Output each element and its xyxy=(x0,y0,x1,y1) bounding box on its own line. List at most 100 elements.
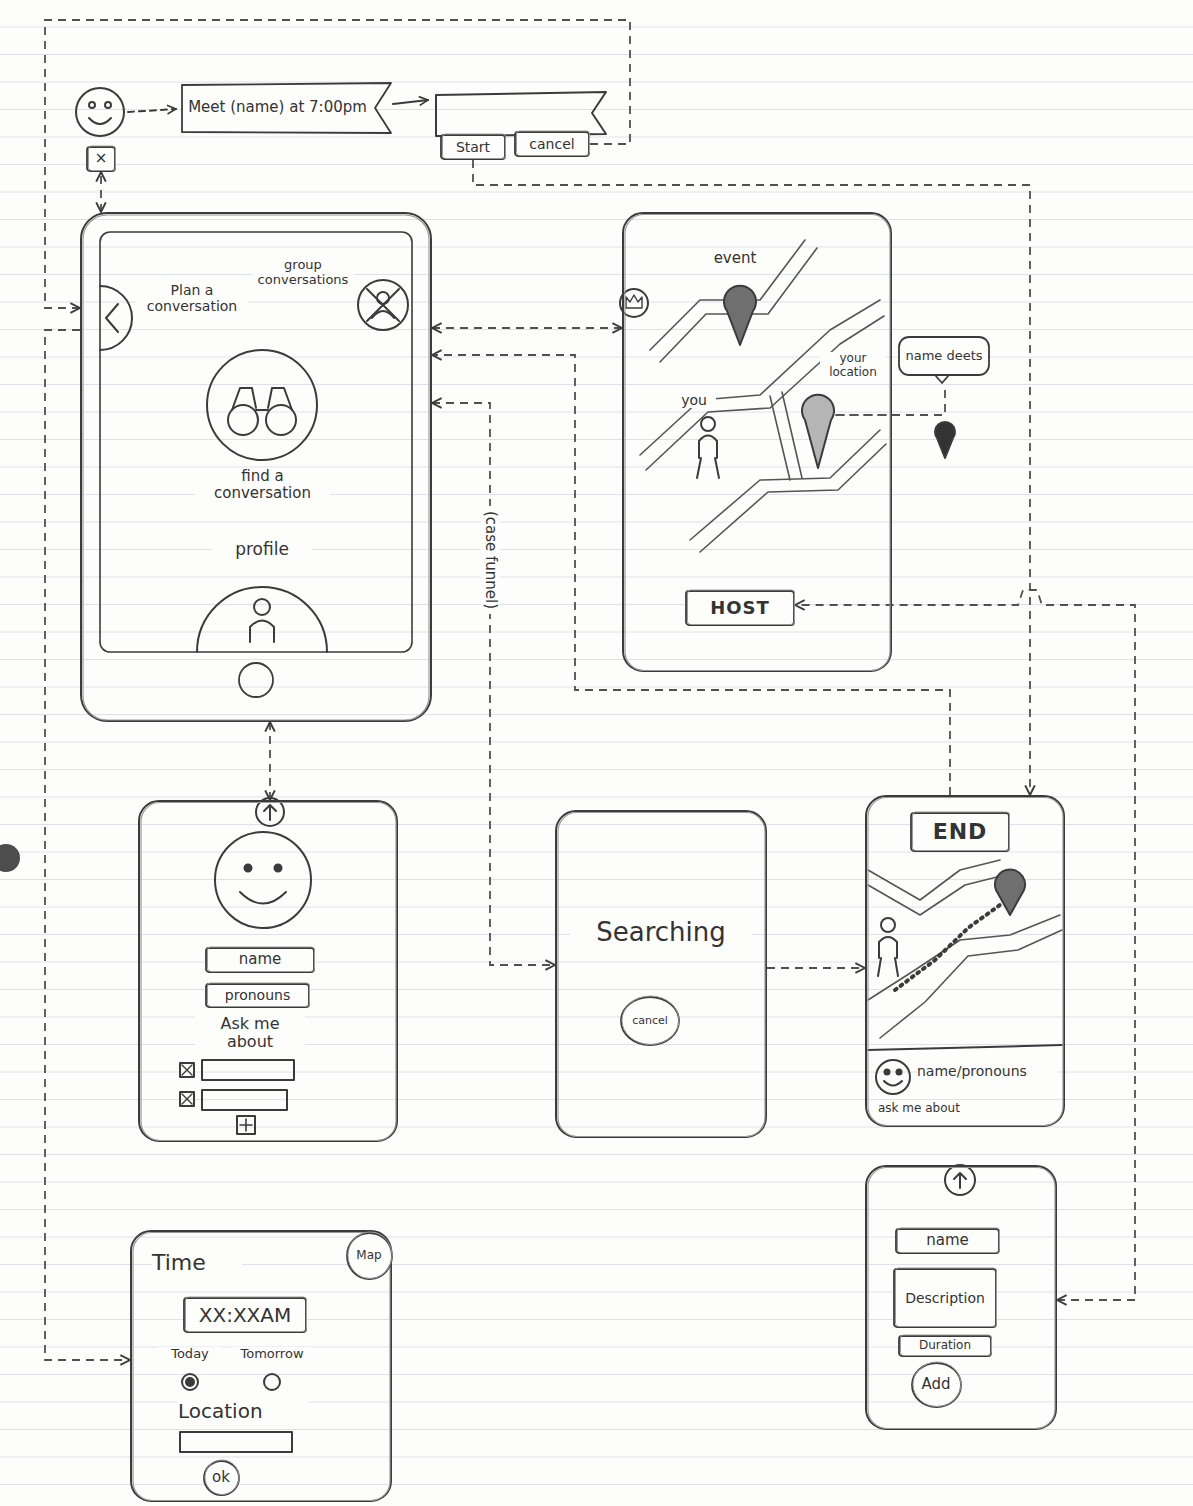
screen-label: Today xyxy=(158,1347,222,1362)
plan-conversation-icon xyxy=(100,286,132,350)
event-pin xyxy=(724,286,756,345)
description-box: Description xyxy=(893,1268,997,1328)
conversation-map-art xyxy=(880,930,1062,1038)
screen-label: name/pronouns xyxy=(917,1063,1057,1079)
profile-screen-art xyxy=(240,1119,252,1131)
outline-stroke xyxy=(558,813,765,1137)
outline-stroke xyxy=(935,375,949,383)
outline-stroke xyxy=(141,803,396,1141)
name-field: name xyxy=(205,947,315,973)
outline-stroke xyxy=(206,948,314,972)
profile-screen-art xyxy=(202,1090,287,1110)
button-label: Description xyxy=(904,1290,986,1306)
empty-banner xyxy=(436,92,606,136)
host-form-art xyxy=(945,1165,975,1195)
sketch-strokes xyxy=(76,88,1062,1452)
outline-stroke xyxy=(556,811,766,1137)
plan-screen-art xyxy=(180,1432,292,1452)
pin-leader xyxy=(836,414,892,416)
map-roads xyxy=(770,392,802,480)
outline-stroke xyxy=(622,996,679,1045)
conversation-map-art xyxy=(897,1070,902,1075)
profile-screen-art xyxy=(182,1065,192,1075)
location-pin xyxy=(802,395,834,468)
profile-screen-art xyxy=(202,1060,294,1080)
flow-arrow xyxy=(393,100,428,104)
outline-stroke xyxy=(347,1233,392,1279)
map-roads xyxy=(660,248,817,362)
flow-connector xyxy=(45,330,130,1360)
home-screen-outline xyxy=(80,212,432,722)
outline-stroke xyxy=(901,1335,992,1356)
map-roads xyxy=(646,316,884,470)
outline-stroke xyxy=(81,213,431,721)
outline-stroke xyxy=(868,798,1063,1126)
searching-screen-outline xyxy=(555,810,767,1138)
name-field: name xyxy=(895,1228,1000,1254)
outline-stroke xyxy=(686,591,794,625)
button-label: HOST xyxy=(709,598,771,619)
profile-screen-art xyxy=(180,1092,194,1106)
outline-stroke xyxy=(83,215,429,720)
conversation-map-art xyxy=(878,937,898,976)
host-form-art xyxy=(945,1165,975,1195)
profile-screen: Ask me aboutnamepronouns xyxy=(138,800,398,1142)
button-label: END xyxy=(932,819,989,844)
button-label: cancel xyxy=(631,1015,669,1028)
edge-label: (case funnel) xyxy=(480,506,499,614)
add-button: Add xyxy=(911,1362,962,1408)
screen-label: find a conversation xyxy=(195,468,330,503)
flow-connector xyxy=(432,327,622,329)
conversation-map-art xyxy=(868,1045,1062,1050)
screen-label: Location xyxy=(178,1400,308,1423)
outline-stroke xyxy=(913,812,1010,851)
button-label: Map xyxy=(355,1249,382,1263)
profile-screen-art xyxy=(245,865,252,872)
host-form-screen: nameDescriptionDurationAdd xyxy=(865,1165,1057,1430)
outline-stroke xyxy=(205,1460,239,1495)
button-label: name xyxy=(925,1232,970,1249)
profile-screen-art xyxy=(215,832,311,928)
crown-icon xyxy=(626,295,642,308)
outline-stroke xyxy=(913,1362,961,1407)
binoculars-icon xyxy=(232,388,292,410)
outline-stroke xyxy=(206,984,309,1007)
callout-bubble: name deets xyxy=(898,336,990,384)
outline-stroke xyxy=(133,1233,390,1501)
conversation-map-art xyxy=(868,860,1062,1094)
duration-field: Duration xyxy=(898,1335,992,1357)
plan-screen: TimeTodayTomorrowLocationMapXX:XXAMok xyxy=(130,1230,392,1502)
outline-stroke xyxy=(208,983,310,1007)
profile-screen-art xyxy=(180,1063,194,1077)
flow-connector xyxy=(432,403,555,965)
outline-stroke xyxy=(621,997,679,1045)
outline-stroke xyxy=(204,1461,239,1495)
you-figure xyxy=(697,417,719,478)
button-label: Add xyxy=(920,1376,951,1393)
connector-group xyxy=(45,20,1135,1360)
profile-screen-art xyxy=(240,892,286,904)
button-label: name xyxy=(238,951,283,968)
profile-screen-art xyxy=(275,865,282,872)
flow-connector xyxy=(432,355,950,795)
outline-stroke xyxy=(911,813,1009,851)
you-figure xyxy=(701,417,715,431)
flow-connector xyxy=(892,384,945,415)
cancel-button: cancel xyxy=(514,131,590,157)
outline-stroke xyxy=(443,134,506,159)
notification-face-icon xyxy=(89,102,95,108)
flow-connector xyxy=(269,722,271,800)
map-screen: eventyour locationyouHOST xyxy=(622,212,892,672)
flow-connector xyxy=(767,967,865,969)
map-roads xyxy=(690,430,880,540)
ok-button: ok xyxy=(203,1460,240,1496)
outline-stroke xyxy=(131,1231,391,1501)
button-label: × xyxy=(94,150,109,167)
searching-screen: Searchingcancel xyxy=(555,810,767,1138)
host-button: HOST xyxy=(685,590,795,626)
outline-stroke xyxy=(208,947,315,972)
outline-stroke xyxy=(87,147,115,171)
outline-stroke xyxy=(688,590,795,625)
outline-stroke xyxy=(239,663,273,697)
